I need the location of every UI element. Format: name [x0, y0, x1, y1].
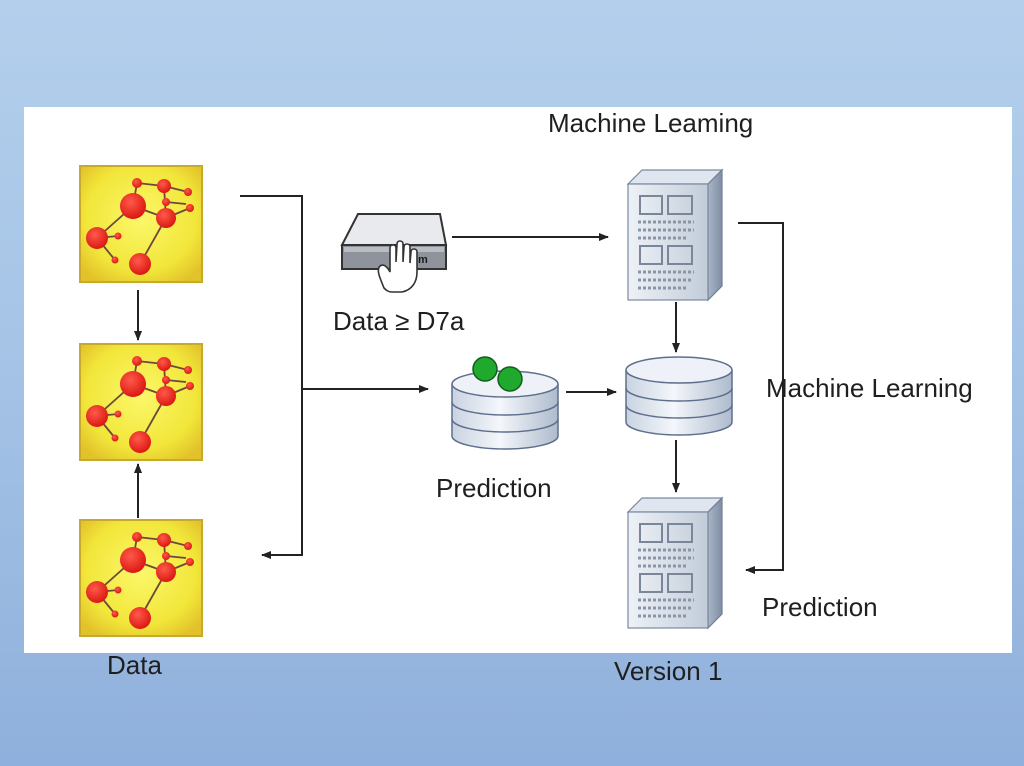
server-rack-icon [626, 496, 724, 630]
network-graph-icon [79, 343, 203, 461]
network-graph-icon [79, 165, 203, 283]
network-graph-icon [79, 519, 203, 637]
feedback-connector [738, 222, 784, 574]
server-rack-icon [626, 168, 724, 302]
data-caption: Data [107, 650, 162, 680]
version-caption: Version 1 [614, 656, 723, 686]
device-badge: m [418, 254, 428, 266]
top-title-label: Machine Leaming [548, 108, 754, 138]
center-caption: Prediction [436, 473, 552, 503]
bracket-connector [240, 195, 303, 559]
right-bottom-caption: Prediction [762, 592, 878, 622]
device-caption: Data ≥ D7a [333, 306, 465, 336]
hand-icon [377, 240, 418, 293]
database-icon [625, 356, 733, 436]
right-side-title: Machine Learning [766, 373, 973, 403]
green-marker-icon [472, 356, 523, 392]
